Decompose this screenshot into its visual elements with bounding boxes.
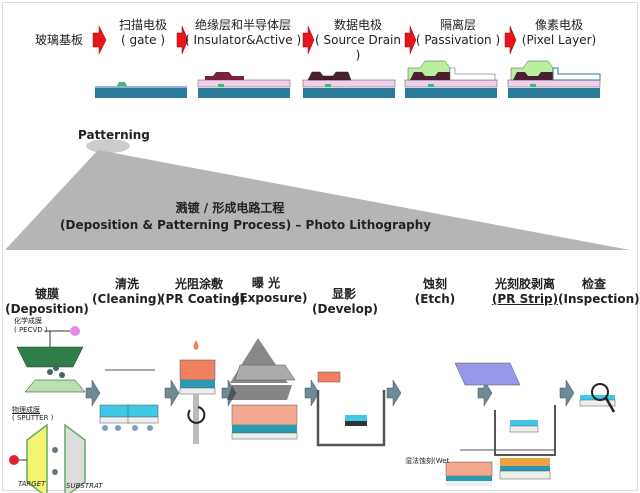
- step-label-zh: 隔离层: [439, 18, 476, 32]
- gray-arrow-icon: [85, 379, 101, 407]
- process-pr-strip: 光刻胶剥离(PR Strip): [490, 277, 560, 307]
- step-label-en: ( Passivation ): [415, 33, 501, 47]
- step-label-zh: 检查: [581, 277, 606, 291]
- substrat-label: SUBSTRAT: [66, 482, 103, 490]
- step-label-zh: 清洗: [114, 277, 139, 291]
- process-cleaning: 清洗(Cleaning): [92, 277, 162, 307]
- step-label-en: (Cleaning): [92, 292, 162, 306]
- process-exposure: 曝 光(Exposure): [234, 276, 308, 306]
- triangle-title-en: (Deposition & Patterning Process) – Phot…: [60, 218, 432, 232]
- step-label-en: (PR Coating): [160, 292, 246, 306]
- step-label-zh: 数据电极: [333, 18, 382, 32]
- red-arrow-icon: [92, 25, 107, 55]
- step-label-en: ( Source Drain ): [315, 33, 401, 62]
- step-label-en: (Pixel Layer): [521, 33, 597, 47]
- gray-arrow-icon: [164, 379, 180, 407]
- layer-stack-active: [197, 72, 291, 98]
- step-label-en: (PR Strip): [491, 292, 559, 306]
- etch-illustration: [445, 362, 556, 486]
- step-label-zh: 镀膜: [34, 287, 59, 301]
- step-label-zh: 像素电极: [534, 18, 583, 32]
- exposure-illustration: [227, 338, 298, 440]
- step-passivation: 隔离层( Passivation ): [412, 18, 504, 48]
- step-pixel-layer: 像素电极(Pixel Layer): [514, 18, 604, 48]
- step-label-zh: 蚀刻: [422, 277, 447, 291]
- step-label-en: ( Insulator&Active ): [185, 33, 302, 47]
- process-pr-coating: 光阻涂敷(PR Coating): [160, 277, 246, 307]
- step-label-zh: 绝缘层和半导体层: [194, 18, 291, 32]
- wet-etch-label: 湿法蚀刻(Wet: [405, 457, 450, 465]
- process-deposition: 镀膜(Deposition): [4, 287, 90, 317]
- step-label-en: (Etch): [414, 292, 456, 306]
- step-insulator-active: 绝缘层和半导体层( Insulator&Active ): [185, 18, 301, 48]
- step-label-en: ( gate ): [120, 33, 166, 47]
- triangle-title: 溅镀 / 形成电路工程 (Deposition & Patterning Proc…: [60, 200, 432, 234]
- develop-illustration: [316, 371, 386, 447]
- step-label-en: (Inspection): [558, 292, 640, 306]
- red-arrow-icon: [302, 25, 315, 55]
- target-label: TARGET: [18, 480, 46, 488]
- step-gate: 扫描电极( gate ): [112, 18, 174, 48]
- magnifier-icon: [591, 383, 609, 401]
- inspection-illustration: [579, 383, 616, 413]
- step-glass-substrate: 玻璃基板: [35, 33, 83, 48]
- sputter-illustration: [9, 423, 86, 493]
- layer-stack-pixel: [507, 60, 601, 98]
- layer-stack-gate: [95, 82, 187, 98]
- triangle-title-zh: 溅镀 / 形成电路工程: [175, 201, 285, 215]
- layer-stack-source-drain: [302, 71, 396, 98]
- red-arrow-icon: [176, 25, 189, 55]
- gray-arrow-icon: [386, 379, 402, 407]
- step-label-zh: 光刻胶剥离: [494, 277, 555, 291]
- gray-arrow-icon: [477, 379, 493, 407]
- gray-arrow-icon: [559, 379, 575, 407]
- step-label-zh: 显影: [331, 287, 356, 301]
- step-label-en: (Deposition): [5, 302, 89, 316]
- pr-coating-illustration: [179, 340, 216, 444]
- step-source-drain: 数据电极( Source Drain ): [312, 18, 404, 63]
- red-arrow-icon: [504, 25, 517, 55]
- step-label-zh: 光阻涂敷: [174, 277, 223, 291]
- process-inspection: 检查(Inspection): [558, 277, 640, 307]
- sputter-label-en: ( SPUTTER ): [12, 414, 54, 422]
- pecvd-label-zh: 化学成膜: [14, 317, 42, 325]
- step-label-zh: 曝 光: [251, 276, 281, 290]
- patterning-label: Patterning: [78, 128, 150, 142]
- pecvd-illustration: [16, 326, 86, 393]
- process-triangle: [5, 150, 630, 250]
- layer-stack-passivation: [404, 60, 498, 98]
- patterning-ellipse: [86, 139, 130, 153]
- process-develop: 显影(Develop): [312, 287, 378, 317]
- gray-arrow-icon: [304, 379, 320, 407]
- sputter-label-zh: 物理成膜: [12, 406, 40, 414]
- pecvd-label-en: ( PECVD ): [14, 326, 48, 334]
- step-label-zh: 玻璃基板: [35, 33, 84, 47]
- red-arrow-icon: [404, 25, 417, 55]
- cleaning-illustration: [99, 369, 159, 431]
- process-etch: 蚀刻(Etch): [410, 277, 460, 307]
- step-label-zh: 扫描电极: [118, 18, 167, 32]
- step-label-en: (Develop): [312, 302, 378, 316]
- step-label-en: (Exposure): [234, 291, 308, 305]
